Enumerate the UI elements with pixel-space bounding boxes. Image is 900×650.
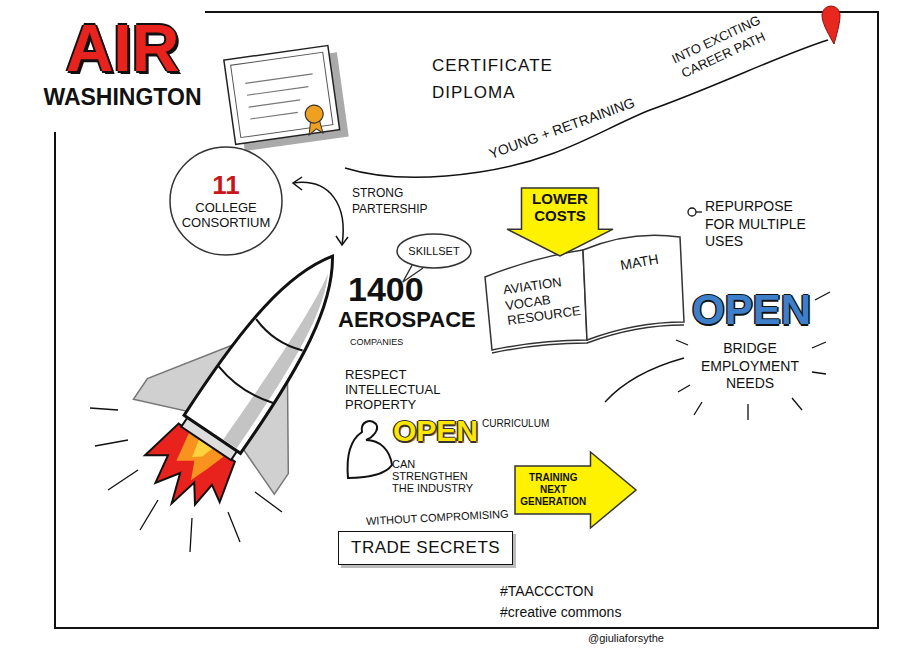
certificate-border bbox=[231, 52, 333, 137]
note-label-wrap: YOUNG + RETRAINING bbox=[487, 94, 637, 162]
note-label-wrap: CERTIFICATE DIPLOMA bbox=[432, 52, 572, 106]
diagram-title: AIR WASHINGTON bbox=[35, 12, 210, 110]
note-label-wrap: #TAACCCTON bbox=[500, 583, 594, 599]
right-arrow-box: TRAINING NEXT GENERATION bbox=[513, 450, 638, 530]
node-text: TRAINING NEXT GENERATION bbox=[517, 472, 590, 508]
note-label-wrap: OPEN bbox=[393, 414, 478, 448]
speech-bubble: SKILLSET bbox=[395, 232, 473, 270]
note-label-wrap: RESPECT INTELLECTUAL PROPERTY bbox=[345, 368, 475, 413]
note-label-wrap: INTO EXCITING CAREER PATH bbox=[663, 9, 777, 86]
node-text: LOWER COSTS bbox=[522, 191, 599, 224]
arrow-head bbox=[336, 236, 348, 245]
note-label: STRONG PARTERSHIP bbox=[352, 186, 452, 217]
trade-secrets-box: WITHOUT COMPROMISINGTRADE SECRETS bbox=[338, 515, 513, 565]
note-label: BRIDGE EMPLOYMENT NEEDS bbox=[695, 340, 805, 393]
note-label: REPURPOSE FOR MULTIPLE USES bbox=[705, 198, 823, 251]
box-heading: WITHOUT COMPROMISING bbox=[366, 507, 514, 527]
note-label: OPEN bbox=[393, 414, 478, 448]
node-content: 11COLLEGE CONSORTIUM bbox=[180, 157, 272, 245]
note-label-wrap: CURRICULUM bbox=[482, 418, 549, 429]
note-label-wrap: OPEN bbox=[692, 286, 811, 334]
down-arrow-box: LOWER COSTS bbox=[505, 186, 615, 258]
node-text: SKILLSET bbox=[408, 245, 459, 257]
rocket-body bbox=[184, 237, 361, 454]
node-content: LOWER COSTS bbox=[522, 191, 599, 238]
motion-lines bbox=[90, 408, 282, 552]
circle-shape bbox=[170, 147, 282, 255]
note-label-wrap: BRIDGE EMPLOYMENT NEEDS bbox=[695, 340, 805, 393]
node-text: 11 bbox=[212, 171, 240, 200]
leader-line bbox=[696, 211, 702, 212]
leader-dot bbox=[688, 208, 696, 216]
note-label: RESPECT INTELLECTUAL PROPERTY bbox=[345, 368, 475, 413]
book-page bbox=[485, 250, 587, 350]
certificate-sheet bbox=[224, 46, 340, 145]
career-path-line bbox=[345, 40, 828, 178]
note-label-wrap: #creative commons bbox=[500, 604, 621, 620]
node-content: SKILLSET bbox=[401, 236, 467, 266]
note-label-wrap: COMPANIES bbox=[350, 337, 403, 347]
bubble-shape bbox=[397, 234, 471, 268]
certificate-icon bbox=[224, 44, 349, 152]
partnership-arrow bbox=[293, 182, 343, 245]
arrow-head bbox=[293, 177, 302, 190]
map-pin bbox=[822, 6, 840, 44]
rocket-shading bbox=[218, 274, 346, 449]
note-label-wrap: CAN STRENGTHEN THE INDUSTRY bbox=[392, 458, 484, 494]
note-label-wrap: AEROSPACE bbox=[338, 307, 476, 333]
node-content: TRAINING NEXT GENERATION bbox=[517, 466, 590, 514]
note-label: COMPANIES bbox=[350, 337, 403, 347]
note-label: #TAACCCTON bbox=[500, 583, 594, 599]
note-label: AEROSPACE bbox=[338, 307, 476, 333]
box-outline: TRADE SECRETS bbox=[338, 531, 513, 565]
book-page bbox=[583, 235, 684, 340]
arrow-shape bbox=[515, 452, 636, 528]
note-label: CERTIFICATE DIPLOMA bbox=[432, 52, 572, 106]
note-label: CURRICULUM bbox=[482, 418, 549, 429]
note-label-wrap: STRONG PARTERSHIP bbox=[352, 186, 452, 217]
note-label: YOUNG + RETRAINING bbox=[487, 94, 637, 162]
note-label-wrap: REPURPOSE FOR MULTIPLE USES bbox=[705, 198, 823, 251]
note-label: OPEN bbox=[692, 286, 811, 334]
flexed-arm bbox=[348, 421, 392, 478]
box-text: TRADE SECRETS bbox=[351, 538, 500, 558]
rocket-stripes bbox=[216, 316, 307, 407]
seal bbox=[304, 104, 324, 124]
consortium-circle: 11COLLEGE CONSORTIUM bbox=[168, 145, 284, 257]
node-text: COLLEGE CONSORTIUM bbox=[180, 200, 272, 231]
leader-line bbox=[605, 358, 684, 402]
arrow-outline bbox=[513, 450, 638, 530]
note-label: INTO EXCITING CAREER PATH bbox=[663, 9, 777, 86]
note-label: @giuliaforsythe bbox=[588, 632, 664, 644]
note-label: #creative commons bbox=[500, 604, 621, 620]
note-label-wrap: @giuliaforsythe bbox=[588, 632, 664, 644]
note-label: CAN STRENGTHEN THE INDUSTRY bbox=[392, 458, 484, 494]
